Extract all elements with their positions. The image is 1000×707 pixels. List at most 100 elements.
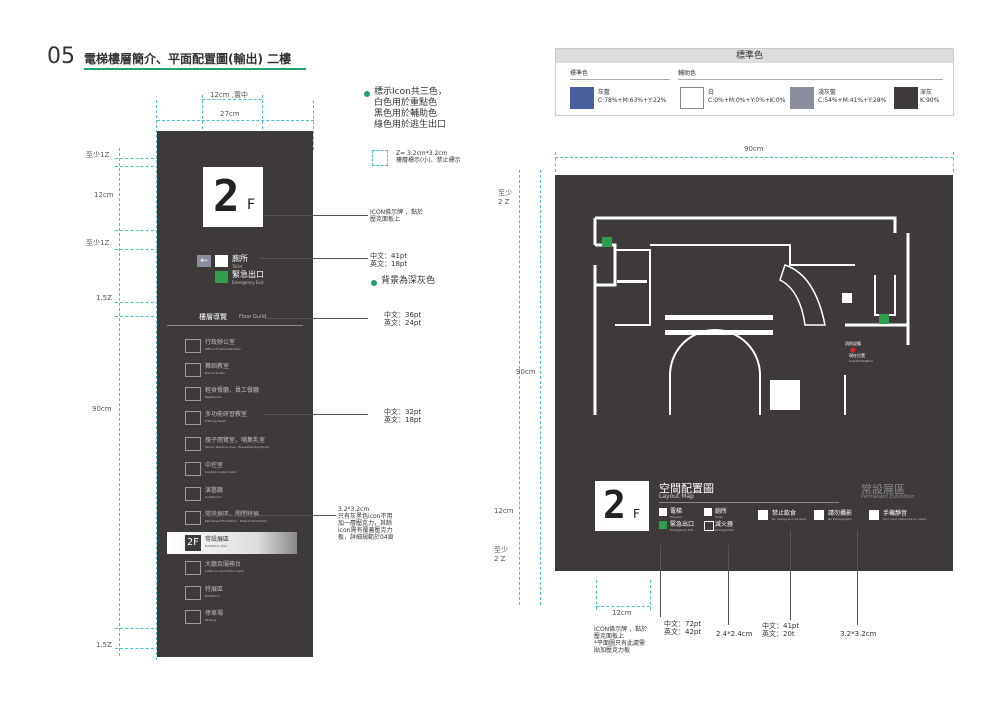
- room-name-en: Dance Studio: [205, 371, 226, 375]
- dim-top-width: 12cm ,置中: [210, 91, 249, 99]
- callout-icon-32: [200, 515, 336, 516]
- map-zone-en: Permanent Exhibition: [861, 494, 915, 500]
- font-32-note: 中文：32pt 英文：18pt: [384, 408, 421, 424]
- map-floor-box: 2 F: [595, 481, 649, 531]
- note-line: ICON條示牌 ，黏於: [594, 626, 648, 633]
- secondary-label: 輔助色: [678, 70, 697, 77]
- map-title-zh: 空間配置圖: [659, 482, 714, 495]
- note-line: 3.2*3.2cm: [338, 506, 370, 513]
- standard-colors-header: [556, 49, 953, 63]
- control-room-icon: [185, 462, 201, 476]
- floor-guide-label-en: Floor Guild: [239, 314, 267, 320]
- floor-guide-label: 樓層導覽: [199, 313, 227, 321]
- room-name: 大廳及服務台: [205, 561, 242, 568]
- dim-vline-left: [156, 100, 157, 660]
- dim-line-text: 至少: [494, 546, 508, 554]
- special-exhibit-icon: [185, 586, 201, 600]
- arrow-left-icon: ←: [197, 255, 211, 267]
- room-name: 親子閱覽室，哺集乳室: [205, 437, 266, 444]
- room-name-en: Office Of Administration: [205, 347, 242, 351]
- note-line: 壓克面板上: [594, 633, 625, 640]
- note-line: 黑色用於輔助色: [374, 109, 438, 119]
- toilet-label: 廁所: [232, 254, 248, 263]
- callout-v-1: [660, 545, 661, 617]
- floor-box: 2 F: [203, 167, 263, 227]
- floor-guide-divider: [167, 325, 303, 326]
- room-name: 舞蹈教室: [205, 363, 230, 370]
- note-line: 英文：18pt: [370, 260, 408, 268]
- legend-exit-icon: [659, 521, 667, 529]
- floor-plan: [593, 216, 910, 415]
- room-name: 多功能研習教室: [205, 411, 248, 418]
- z-size-note: Z= 3.2cm*3.2cm 樓層標示(小)、禁止標示: [396, 150, 461, 164]
- dim-vline-right: [313, 100, 314, 150]
- callout-icon-mount: [264, 215, 368, 216]
- swatch-white-code: C:0%+M:0%+Y:0%+K:0%: [708, 97, 786, 104]
- dim-bottom-12: 12cm: [612, 609, 632, 617]
- dim-line-27cm: [157, 120, 314, 121]
- legend-no-food: 禁止飲食: [772, 510, 797, 517]
- office-icon: [185, 339, 201, 353]
- map-exit-icon-right: [879, 314, 889, 324]
- dim-panel-width: 27cm: [220, 110, 240, 118]
- restaurant-icon: [185, 387, 201, 401]
- section-number: 05: [47, 44, 75, 69]
- callout-v-2: [728, 545, 729, 625]
- note-line: Z= 3.2cm*3.2cm: [396, 150, 448, 157]
- swatch-light-gray: [790, 87, 814, 109]
- primary-label: 標準色: [570, 70, 589, 77]
- dim-vline-r1: [519, 170, 520, 605]
- exhibition-icon: [185, 511, 201, 525]
- note-line: icon需有覆蓋壓克力: [338, 527, 393, 534]
- dim-at-least-2z: 至少 2 Z: [498, 188, 512, 206]
- dim-line-90w: [555, 157, 953, 158]
- dim-h12: 12cm: [94, 191, 114, 199]
- swatch-white-name: 白: [708, 89, 715, 96]
- legend-toilet: 廁所: [715, 508, 728, 515]
- swatch-light-gray-code: C:54%+M:41%+Y:28%: [818, 97, 887, 104]
- legend-elevator: 電梯: [670, 508, 683, 515]
- legend-extinguisher-icon: [704, 521, 714, 531]
- dim-at-least-1: 至少1Z: [86, 151, 110, 159]
- elevator-sign-panel: 2 F ← 廁所 Toilet 緊急出口 Emergency Exit 樓層導覽…: [157, 131, 313, 657]
- dim-line-b12: [596, 606, 650, 607]
- dim-vline-r3: [555, 152, 556, 172]
- note-line: 標示Icon共三色，: [374, 87, 447, 97]
- room-name-current-en: Exhibition Hall: [205, 544, 227, 548]
- toilet-label-en: Toilet: [232, 264, 243, 269]
- legend-no-photo-en: No Photography: [828, 517, 853, 521]
- emergency-exit-icon: [215, 271, 228, 283]
- map-current-zh: 現在位置: [849, 353, 865, 358]
- legend-elevator-en: Elevator: [670, 515, 683, 519]
- note-line: 中文：36pt: [384, 311, 422, 319]
- legend-elevator-icon: [659, 508, 667, 516]
- room-name: 停車場: [205, 610, 224, 617]
- bottom-icon-mount-note: ICON條示牌 ，黏於 壓克面板上 *平面圖只有此處需 貼加壓克力板: [594, 626, 647, 654]
- legend-silent: 手機靜音: [883, 510, 908, 517]
- room-name-en: Restaurant: [205, 395, 222, 399]
- dim-line-text: 2 Z: [494, 555, 506, 563]
- note-line: 板，詳細規範於04頁: [338, 534, 394, 541]
- note-line: *平面圖只有此處需: [594, 640, 646, 647]
- bottom-size-32-note: 3.2*3.2cm: [840, 630, 877, 638]
- dim-line-12cm: [202, 99, 262, 100]
- icon-colors-note: 標示Icon共三色， 白色用於重點色 黑色用於輔助色 綠色用於逃生出口: [374, 87, 447, 131]
- map-toilet-icon: [842, 293, 852, 303]
- callout-font-32: [264, 414, 368, 415]
- note-line: 白色用於重點色: [374, 98, 438, 108]
- callout-v-3: [790, 530, 791, 620]
- legend-no-photo: 請勿攝影: [828, 510, 853, 517]
- dim-w90: 90cm: [744, 145, 764, 153]
- no-food-icon: [758, 510, 768, 520]
- legend-extinguisher-en: Extinguisher: [715, 528, 734, 532]
- dim-vline-r2: [540, 170, 541, 605]
- exit-label: 緊急出口: [232, 270, 264, 279]
- icon-mount-note: ICON條示牌 ，黏於 壓克面板上: [370, 209, 423, 223]
- dim-z15b: 1.5Z: [96, 641, 112, 649]
- dim-z15: 1.5Z: [96, 294, 112, 302]
- room-name-en: Permanent Exhibition · Feature Exhibitio…: [205, 519, 268, 523]
- dim-at-least-2z-b: 至少 2 Z: [494, 545, 508, 563]
- training-icon: [185, 411, 201, 425]
- room-name: 常設展區，開閉特展: [205, 511, 260, 518]
- swatch-blue: [570, 87, 594, 109]
